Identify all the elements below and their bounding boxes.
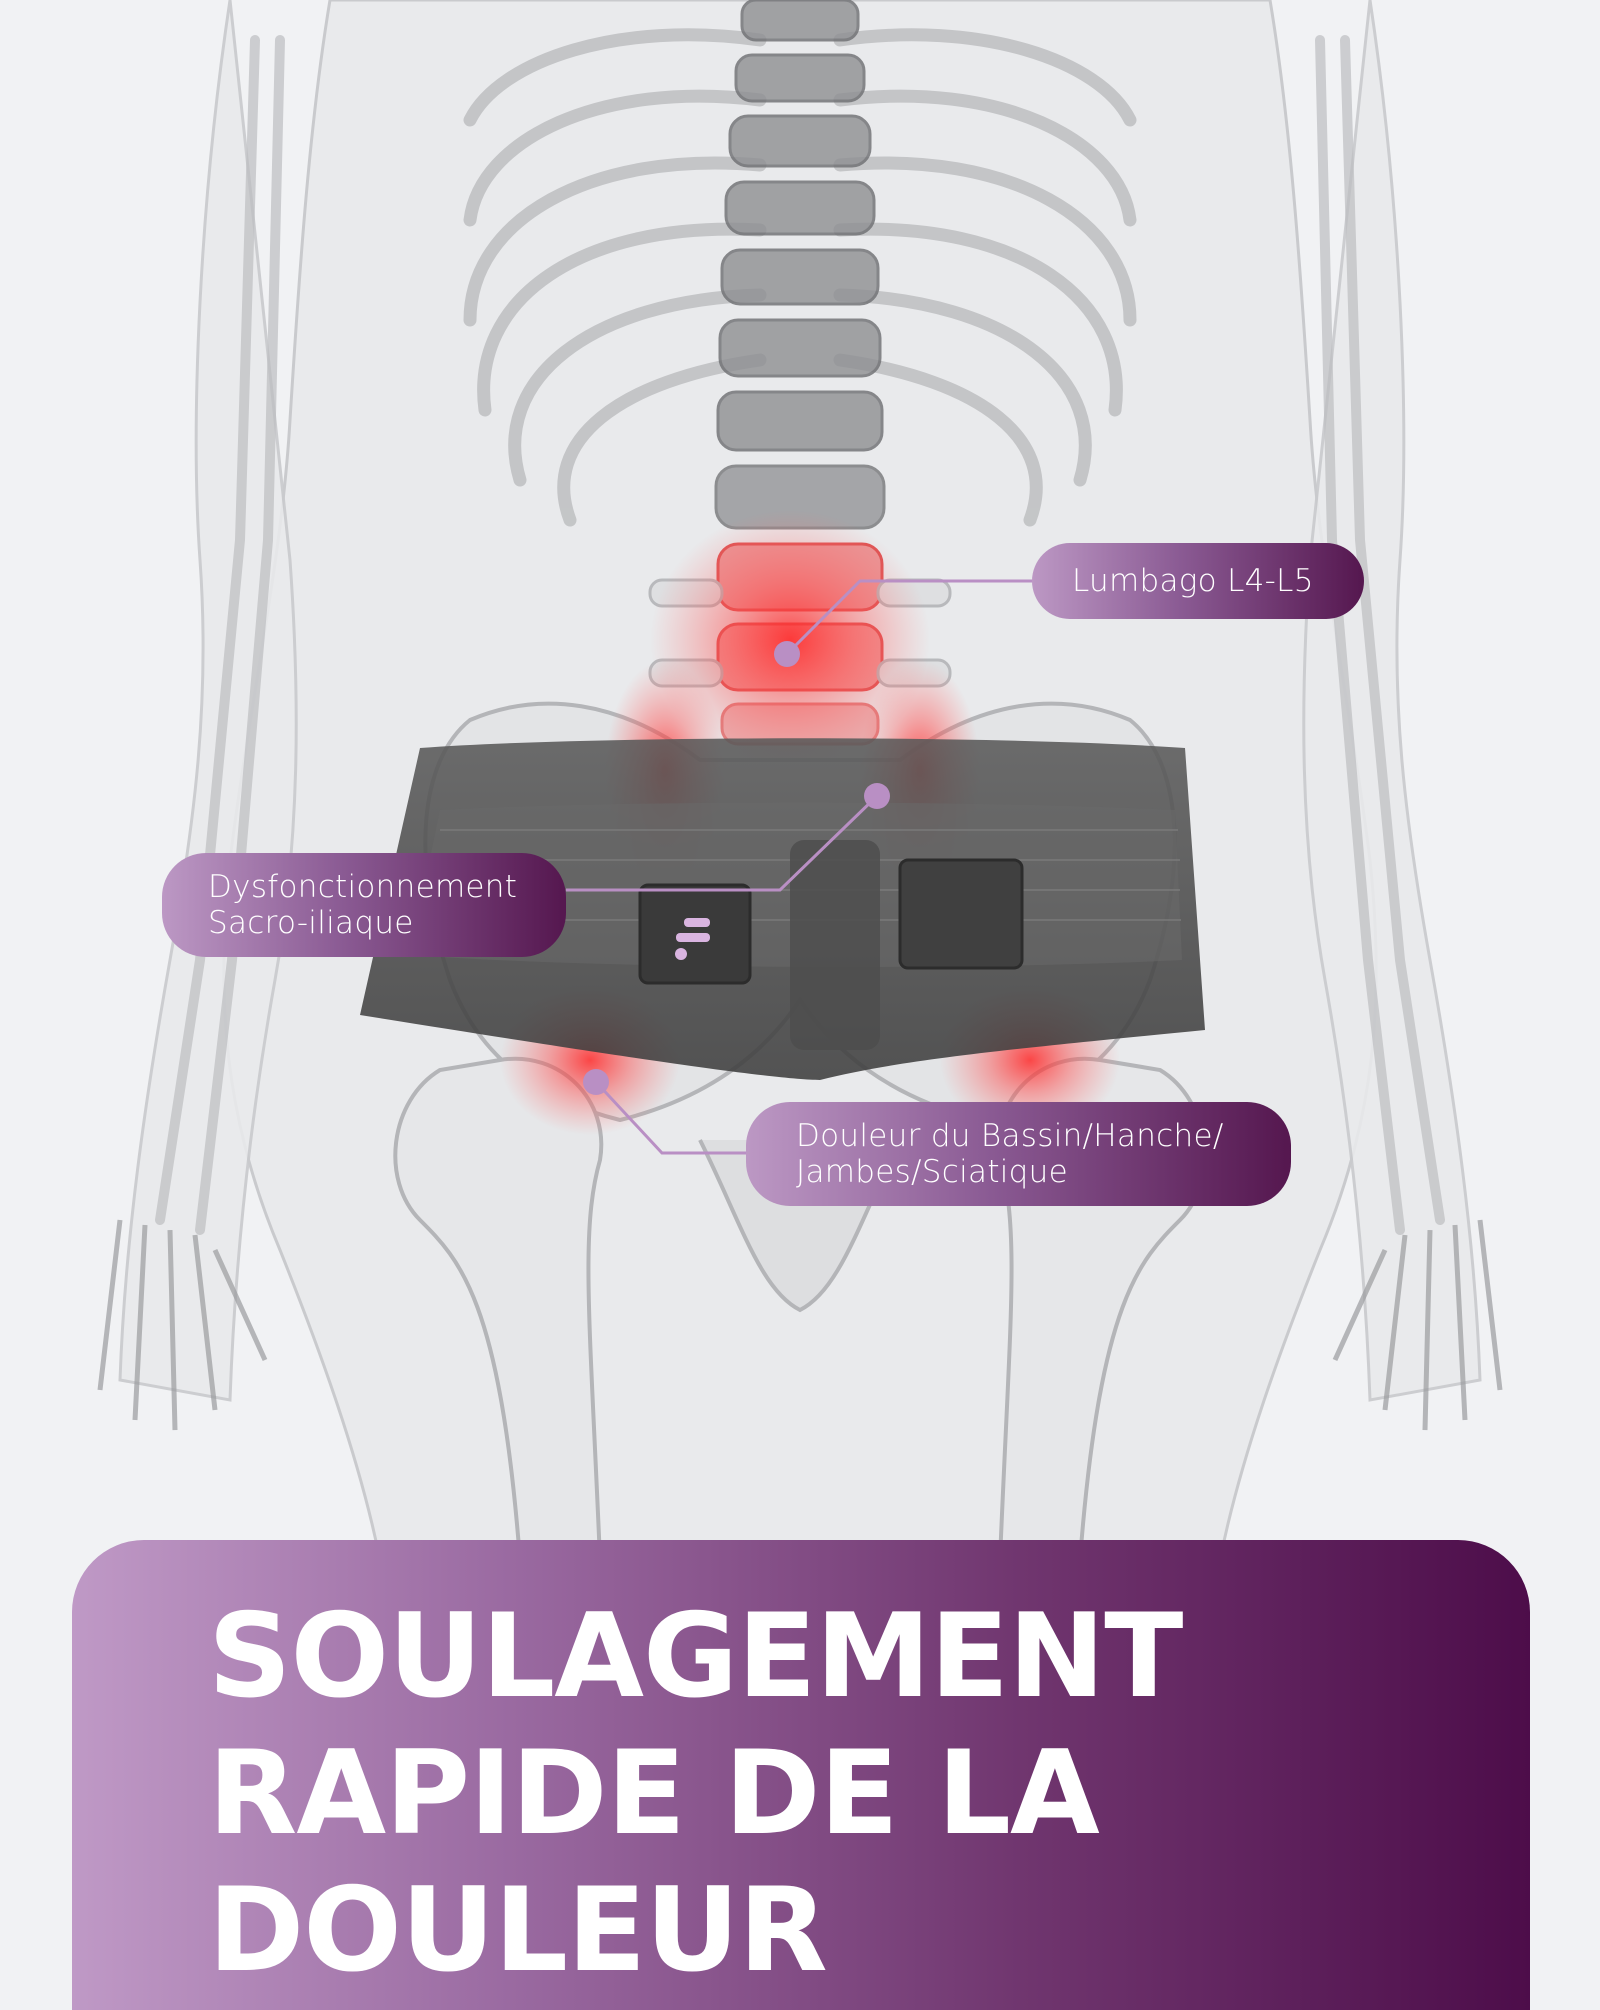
headline-line2: RAPIDE DE LA — [208, 1726, 1100, 1861]
ribcage — [463, 28, 1137, 527]
headline-line1: SOULAGEMENT — [208, 1589, 1183, 1724]
hand-bones — [97, 1219, 1503, 1431]
connector-markers — [583, 641, 890, 1095]
callout-sacro-line1: Dysfonctionnement — [208, 869, 518, 905]
brand-logo-icon — [675, 918, 710, 960]
headline-text: SOULAGEMENT RAPIDE DE LA DOULEUR — [208, 1588, 1408, 1999]
callout-sacro-line2: Sacro-iliaque — [208, 905, 414, 941]
callout-sacro-iliac: Dysfonctionnement Sacro-iliaque — [162, 853, 566, 957]
callout-bassin-line2: Jambes/Sciatique — [796, 1154, 1068, 1190]
callout-lumbago: Lumbago L4-L5 — [1032, 543, 1364, 619]
callout-pelvis-hip: Douleur du Bassin/Hanche/ Jambes/Sciatiq… — [746, 1102, 1291, 1206]
lumbar-pain-glow — [650, 510, 930, 770]
headline-line3: DOULEUR — [208, 1863, 828, 1998]
arm-bones — [155, 35, 1445, 1235]
callout-lumbago-text: Lumbago L4-L5 — [1072, 563, 1314, 599]
callout-bassin-line1: Douleur du Bassin/Hanche/ — [796, 1118, 1224, 1154]
sacroiliac-belt — [360, 738, 1205, 1080]
connector-lines — [566, 579, 1032, 1155]
headline-banner — [72, 1540, 1530, 2010]
